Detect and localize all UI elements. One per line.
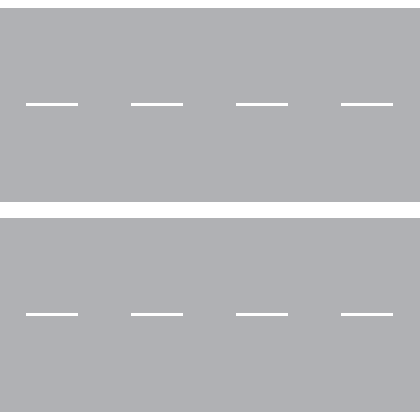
bottom-road-lane-markings xyxy=(0,313,420,317)
bottom-road xyxy=(0,218,420,412)
bottom-road-lane-dash xyxy=(131,313,183,316)
bottom-road-lane-dash xyxy=(341,313,393,316)
median-strip xyxy=(0,202,420,218)
top-road-lane-markings xyxy=(0,103,420,107)
bottom-road-lane-dash xyxy=(236,313,288,316)
top-road-lane-dash xyxy=(341,103,393,106)
top-road-lane-dash xyxy=(236,103,288,106)
bottom-road-lane-dash xyxy=(26,313,78,316)
top-road-lane-dash xyxy=(26,103,78,106)
top-road-lane-dash xyxy=(131,103,183,106)
top-road xyxy=(0,8,420,202)
